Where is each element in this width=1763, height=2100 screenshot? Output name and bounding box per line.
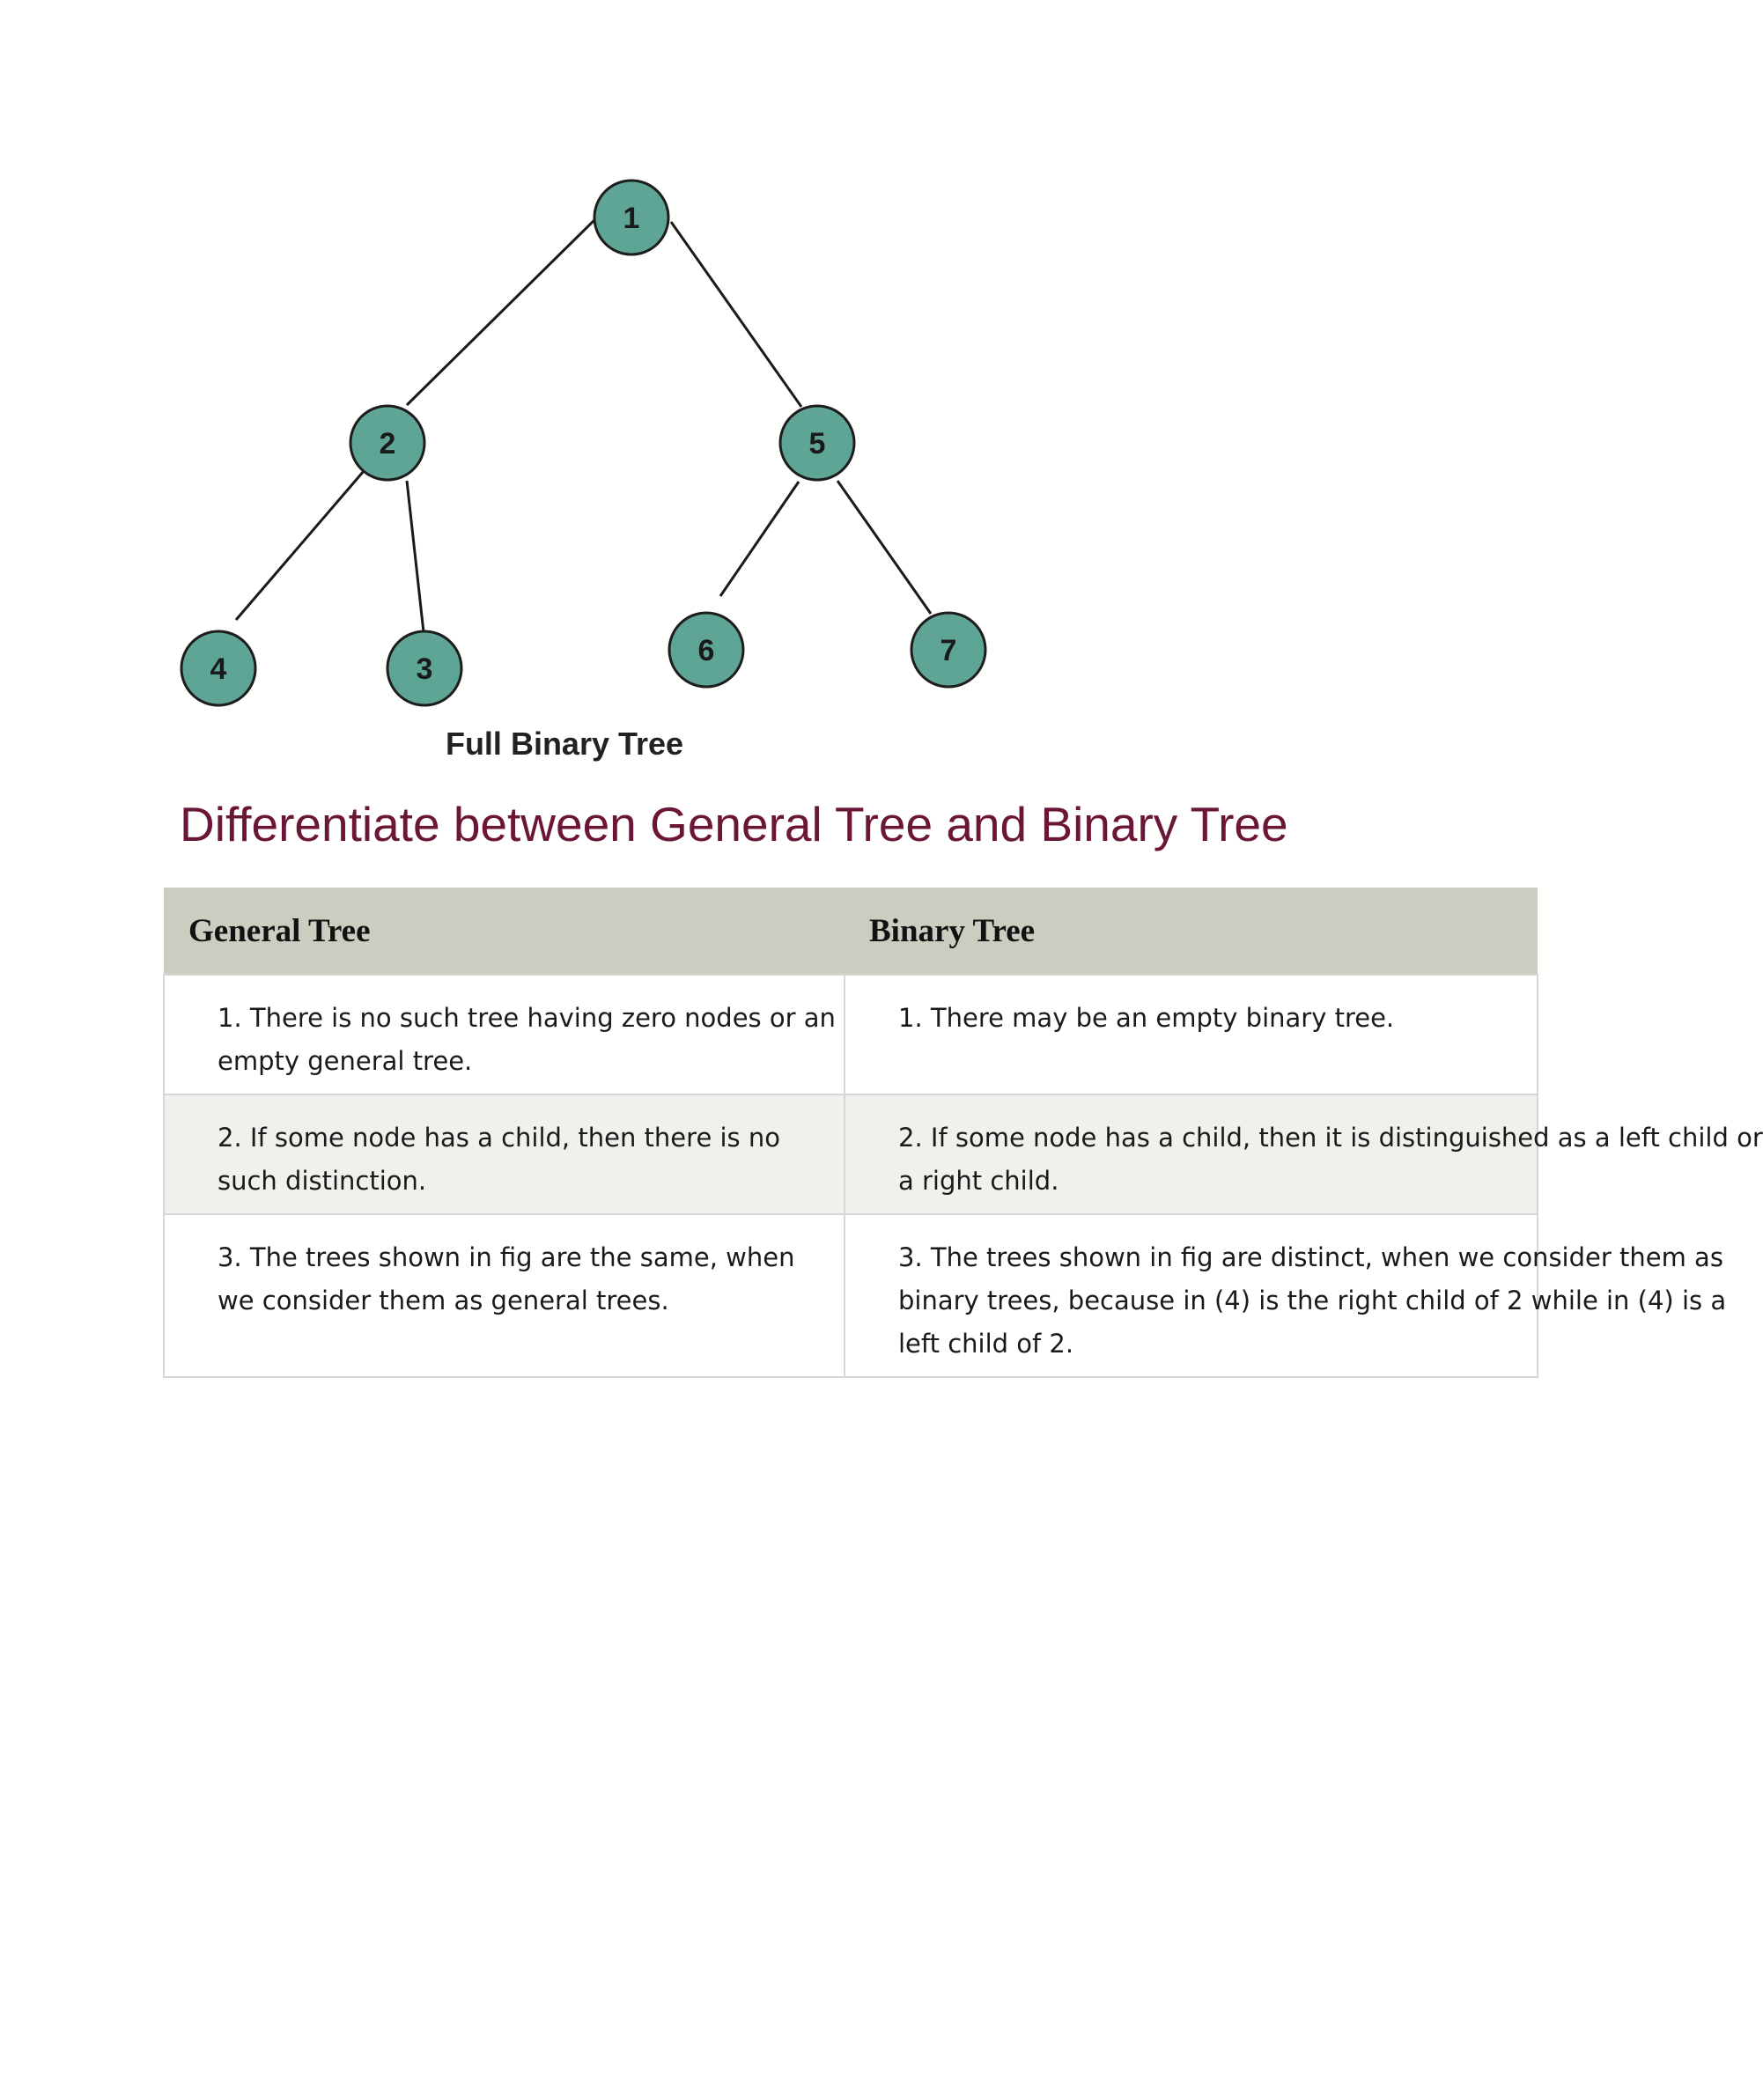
tree-edges [234, 214, 933, 633]
tree-node-label: 5 [809, 427, 826, 461]
table-cell-binary: 2. If some node has a child, then it is … [844, 1094, 1763, 1215]
cell-line: a right child. [898, 1166, 1059, 1196]
table-row: 2. If some node has a child, then there … [163, 1094, 1763, 1215]
table-cell-binary: 3. The trees shown in fig are distinct, … [844, 1213, 1726, 1378]
full-binary-tree-diagram: 1 2 5 4 3 6 7 Full Binary Tree [180, 179, 987, 762]
table-row: 3. The trees shown in fig are the same, … [163, 1213, 1726, 1378]
tree-node-label: 3 [417, 652, 433, 686]
tree-node: 5 [778, 404, 856, 482]
column-header-general-tree: General Tree [164, 888, 845, 975]
table-row: 1. There is no such tree having zero nod… [163, 974, 1538, 1095]
tree-node-label: 7 [941, 634, 957, 667]
tree-edge-1-2 [405, 214, 601, 407]
tree-node-label: 6 [698, 634, 715, 667]
tree-node: 6 [668, 611, 745, 689]
cell-line: we consider them as general trees. [218, 1286, 669, 1315]
tree-node-label: 4 [210, 652, 227, 686]
comparison-table-container: General Tree Binary Tree 1. There is no … [163, 888, 1763, 1378]
tree-node-label: 2 [380, 427, 396, 461]
cell-line: 2. If some node has a child, then it is … [898, 1123, 1763, 1153]
cell-line: 1. There may be an empty binary tree. [898, 1003, 1395, 1033]
column-header-binary-tree: Binary Tree [845, 888, 1538, 975]
cell-line: 3. The trees shown in fig are distinct, … [898, 1242, 1723, 1272]
tree-edge-2-3 [405, 480, 425, 633]
table-cell-binary: 1. There may be an empty binary tree. [844, 974, 1538, 1095]
tree-node: 7 [910, 611, 987, 689]
comparison-table: General Tree Binary Tree 1. There is no … [163, 888, 1763, 1378]
cell-line: binary trees, because in (4) is the righ… [898, 1286, 1727, 1315]
tree-node: 4 [180, 630, 257, 707]
tree-edge-5-7 [836, 480, 933, 615]
tree-node: 1 [593, 179, 670, 256]
cell-line: 3. The trees shown in fig are the same, … [218, 1242, 795, 1272]
cell-line: left child of 2. [898, 1329, 1074, 1359]
figure-caption: Full Binary Tree [446, 726, 683, 762]
section-heading: Differentiate between General Tree and B… [180, 797, 1288, 851]
table-cell-general: 3. The trees shown in fig are the same, … [163, 1213, 845, 1378]
table-header-row: General Tree Binary Tree [164, 888, 1538, 975]
tree-edge-5-6 [719, 481, 800, 597]
tree-node: 2 [349, 404, 426, 482]
table-cell-general: 1. There is no such tree having zero nod… [163, 974, 845, 1095]
cell-line: 1. There is no such tree having zero nod… [218, 1003, 836, 1033]
tree-node: 3 [386, 630, 463, 707]
table-cell-general: 2. If some node has a child, then there … [163, 1094, 845, 1215]
tree-edge-1-5 [669, 221, 803, 408]
tree-edge-2-4 [234, 470, 365, 621]
cell-line: such distinction. [218, 1166, 427, 1196]
cell-line: empty general tree. [218, 1046, 473, 1076]
tree-node-label: 1 [623, 202, 640, 235]
cell-line: 2. If some node has a child, then there … [218, 1123, 781, 1153]
